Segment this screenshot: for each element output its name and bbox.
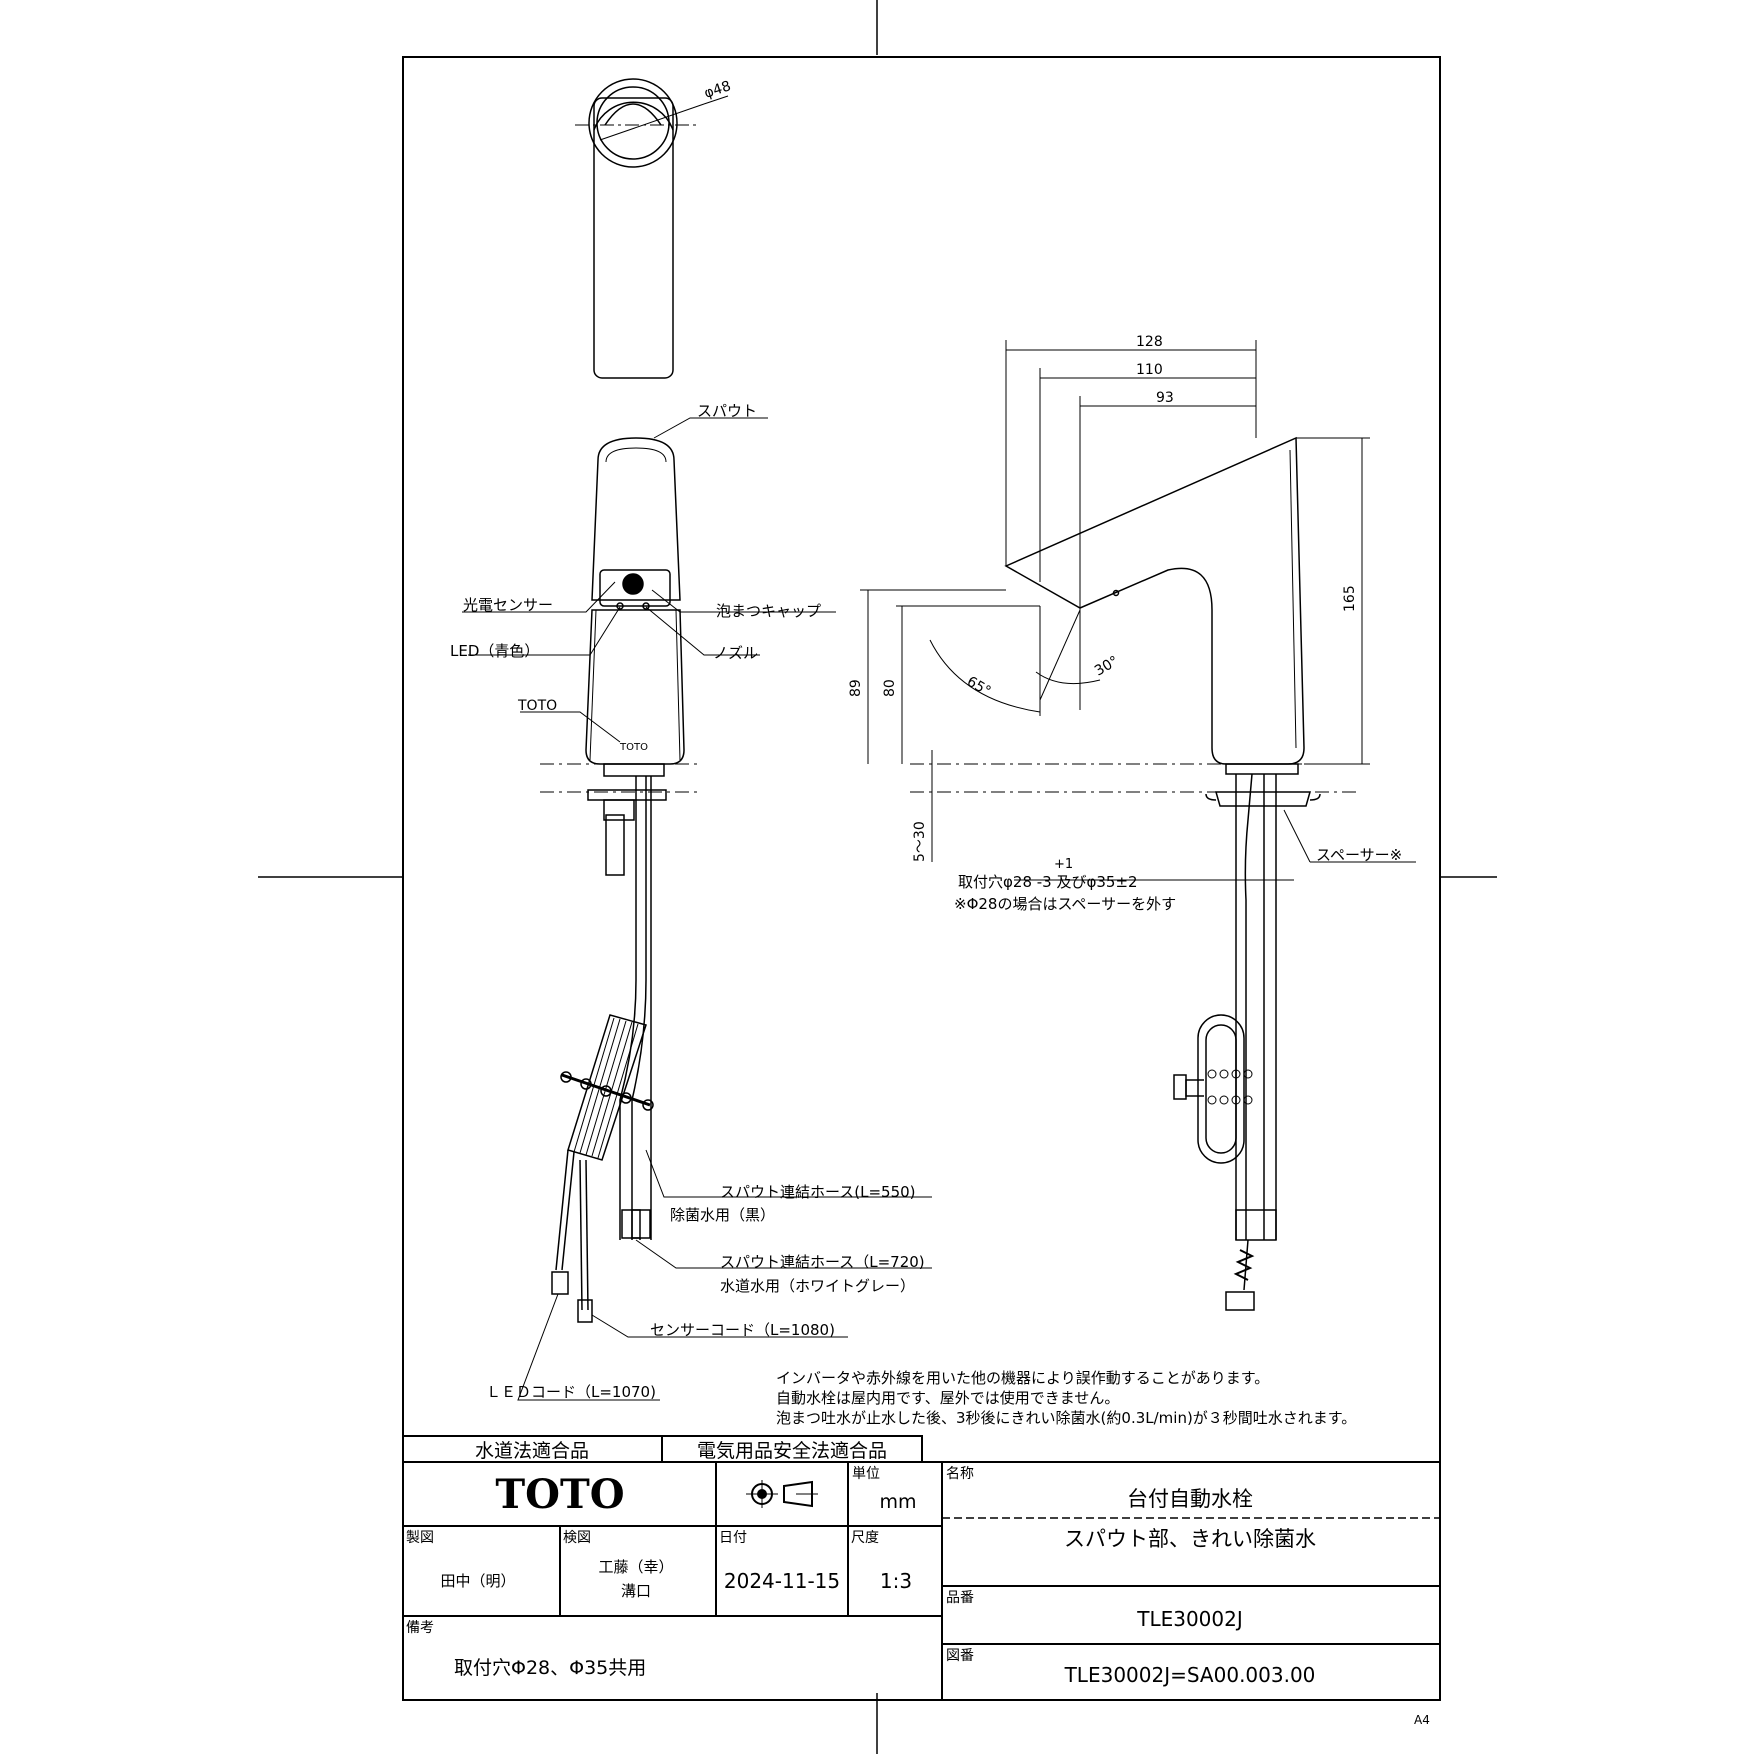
side-view bbox=[1004, 436, 1321, 1311]
toto-logo: TOTO bbox=[495, 1471, 624, 1518]
unit-label: 単位 bbox=[852, 1466, 880, 1482]
sheet-border bbox=[402, 56, 1441, 1701]
spout-label: スパウト bbox=[697, 402, 757, 420]
angle-65: 65° bbox=[964, 674, 994, 700]
cert-electric: 電気用品安全法適合品 bbox=[697, 1440, 887, 1462]
title-block-grid bbox=[402, 1435, 1440, 1700]
aerator-cap-label: 泡まつキャップ bbox=[716, 602, 821, 620]
led-label: LED（青色） bbox=[450, 642, 539, 660]
checked-by-1: 工藤（幸） bbox=[598, 1558, 673, 1576]
note-3: 泡まつ吐水が止水した後、3秒後にきれい除菌水(約0.3L/min)が３秒間吐水さ… bbox=[776, 1409, 1356, 1427]
hose-550-label: スパウト連結ホース(L=550) bbox=[720, 1183, 916, 1201]
hose-720-label: スパウト連結ホース（L=720) bbox=[720, 1253, 925, 1271]
drawn-by: 田中（明） bbox=[440, 1572, 515, 1590]
unit-value: mm bbox=[879, 1491, 916, 1513]
scale-value: 1:3 bbox=[880, 1569, 912, 1593]
dim-80: 80 bbox=[882, 679, 898, 697]
side-dimensions bbox=[860, 340, 1416, 881]
projection-symbol-icon bbox=[746, 1480, 818, 1508]
dim-5-30: 5～30 bbox=[912, 821, 928, 862]
brand-mark-on-body: TOTO bbox=[619, 742, 648, 753]
sheet-size: A4 bbox=[1414, 1713, 1430, 1727]
centering-marks bbox=[258, 0, 1497, 1754]
front-view bbox=[551, 437, 685, 1323]
nozzle-label: ノズル bbox=[713, 644, 758, 662]
scale-label: 尺度 bbox=[851, 1530, 879, 1546]
hose-550-use-label: 除菌水用（黒） bbox=[670, 1206, 775, 1224]
dim-89: 89 bbox=[848, 679, 864, 697]
top-view bbox=[575, 78, 729, 379]
hose-720-use-label: 水道水用（ホワイトグレー） bbox=[720, 1277, 915, 1295]
checked-by-2: 溝口 bbox=[621, 1582, 651, 1600]
checked-label: 検図 bbox=[563, 1530, 591, 1546]
diameter-label: φ48 bbox=[702, 78, 733, 102]
hole-dimension: 取付穴φ28 -3 及びφ35±2 bbox=[958, 873, 1138, 891]
angle-30: 30° bbox=[1092, 653, 1122, 679]
part-label: 品番 bbox=[946, 1590, 974, 1606]
remarks-value: 取付穴Φ28、Φ35共用 bbox=[454, 1657, 646, 1679]
note-1: インバータや赤外線を用いた他の機器により誤作動することがあります。 bbox=[776, 1369, 1269, 1387]
part-number: TLE30002J bbox=[1136, 1607, 1243, 1631]
drawn-label: 製図 bbox=[406, 1530, 434, 1546]
ground-lines bbox=[540, 763, 1360, 793]
date-label: 日付 bbox=[719, 1530, 747, 1546]
sensor-cord-label: センサーコード（L=1080) bbox=[650, 1321, 835, 1339]
hole-tolerance: +1 bbox=[1054, 857, 1073, 872]
dim-128: 128 bbox=[1136, 334, 1163, 350]
dim-110: 110 bbox=[1136, 362, 1163, 378]
toto-mark-label: TOTO bbox=[517, 698, 557, 714]
name-label: 名称 bbox=[946, 1466, 974, 1482]
cert-water: 水道法適合品 bbox=[475, 1440, 589, 1462]
spacer-label: スペーサー※ bbox=[1316, 846, 1402, 864]
dim-93: 93 bbox=[1156, 390, 1174, 406]
product-name: 台付自動水栓 bbox=[1127, 1487, 1253, 1511]
drawing-no-label: 図番 bbox=[946, 1648, 974, 1664]
dim-165: 165 bbox=[1342, 585, 1358, 612]
hole-note: ※Φ28の場合はスペーサーを外す bbox=[954, 895, 1176, 913]
date-value: 2024-11-15 bbox=[724, 1569, 840, 1593]
sensor-label: 光電センサー bbox=[463, 596, 553, 614]
note-2: 自動水栓は屋内用です、屋外では使用できません。 bbox=[776, 1389, 1119, 1407]
drawing-number: TLE30002J=SA00.003.00 bbox=[1064, 1663, 1316, 1687]
led-cord-label: ＬＥＤコード（L=1070) bbox=[486, 1383, 656, 1401]
front-leaders bbox=[462, 417, 932, 1401]
product-subname: スパウト部、きれい除菌水 bbox=[1064, 1527, 1316, 1551]
remarks-label: 備考 bbox=[406, 1620, 434, 1636]
